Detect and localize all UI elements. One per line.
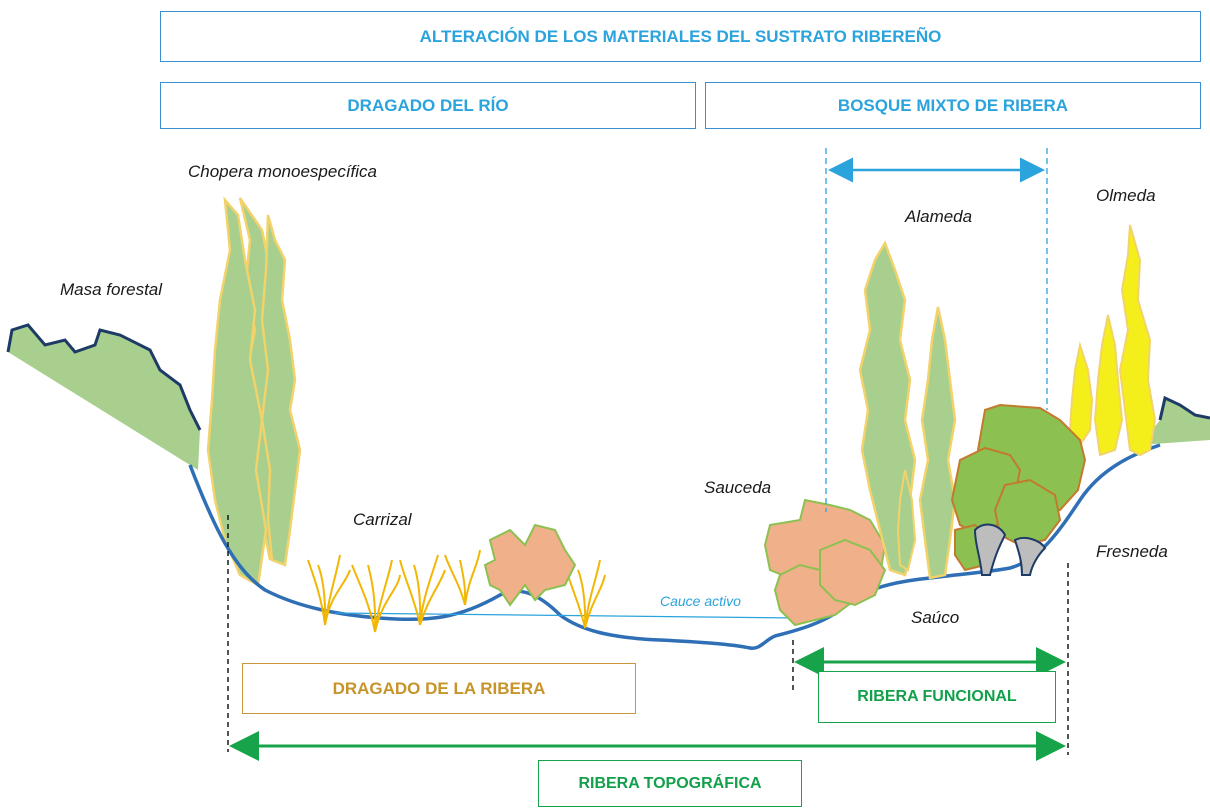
label-fresneda: Fresneda <box>1096 542 1168 561</box>
forest-mass-right-outline <box>1158 395 1210 421</box>
label-alameda: Alameda <box>905 207 973 226</box>
carrizal-reeds <box>307 549 606 633</box>
box-ribera-funcional: RIBERA FUNCIONAL <box>818 671 1056 723</box>
forest-mass-left <box>8 325 200 470</box>
box-ribera-topografica: RIBERA TOPOGRÁFICA <box>538 760 802 807</box>
box-dragado-ribera: DRAGADO DE LA RIBERA <box>242 663 636 714</box>
header-left: DRAGADO DEL RÍO <box>160 82 696 129</box>
header-top: ALTERACIÓN DE LOS MATERIALES DEL SUSTRAT… <box>160 11 1201 62</box>
sauco-trunks <box>973 523 1047 576</box>
chopera-trees <box>206 196 302 587</box>
label-olmeda: Olmeda <box>1096 186 1156 205</box>
alameda-trees <box>858 240 957 580</box>
carrizal-bush <box>483 523 577 607</box>
header-right: BOSQUE MIXTO DE RIBERA <box>705 82 1201 129</box>
label-cauce-activo: Cauce activo <box>660 593 741 609</box>
river-bed <box>188 443 1161 650</box>
fresneda-trees <box>950 403 1087 572</box>
label-chopera: Chopera monoespecífica <box>188 162 378 181</box>
forest-mass-left-outline <box>6 323 202 431</box>
label-sauco: Saúco <box>911 608 960 627</box>
label-masa-forestal: Masa forestal <box>60 280 163 299</box>
sauceda-shrubs <box>763 498 887 627</box>
active-channel-line <box>334 612 801 619</box>
olmeda-trees <box>1068 224 1157 457</box>
label-sauceda: Sauceda <box>704 478 772 497</box>
label-carrizal: Carrizal <box>353 510 412 529</box>
forest-mass-right <box>1140 398 1210 445</box>
